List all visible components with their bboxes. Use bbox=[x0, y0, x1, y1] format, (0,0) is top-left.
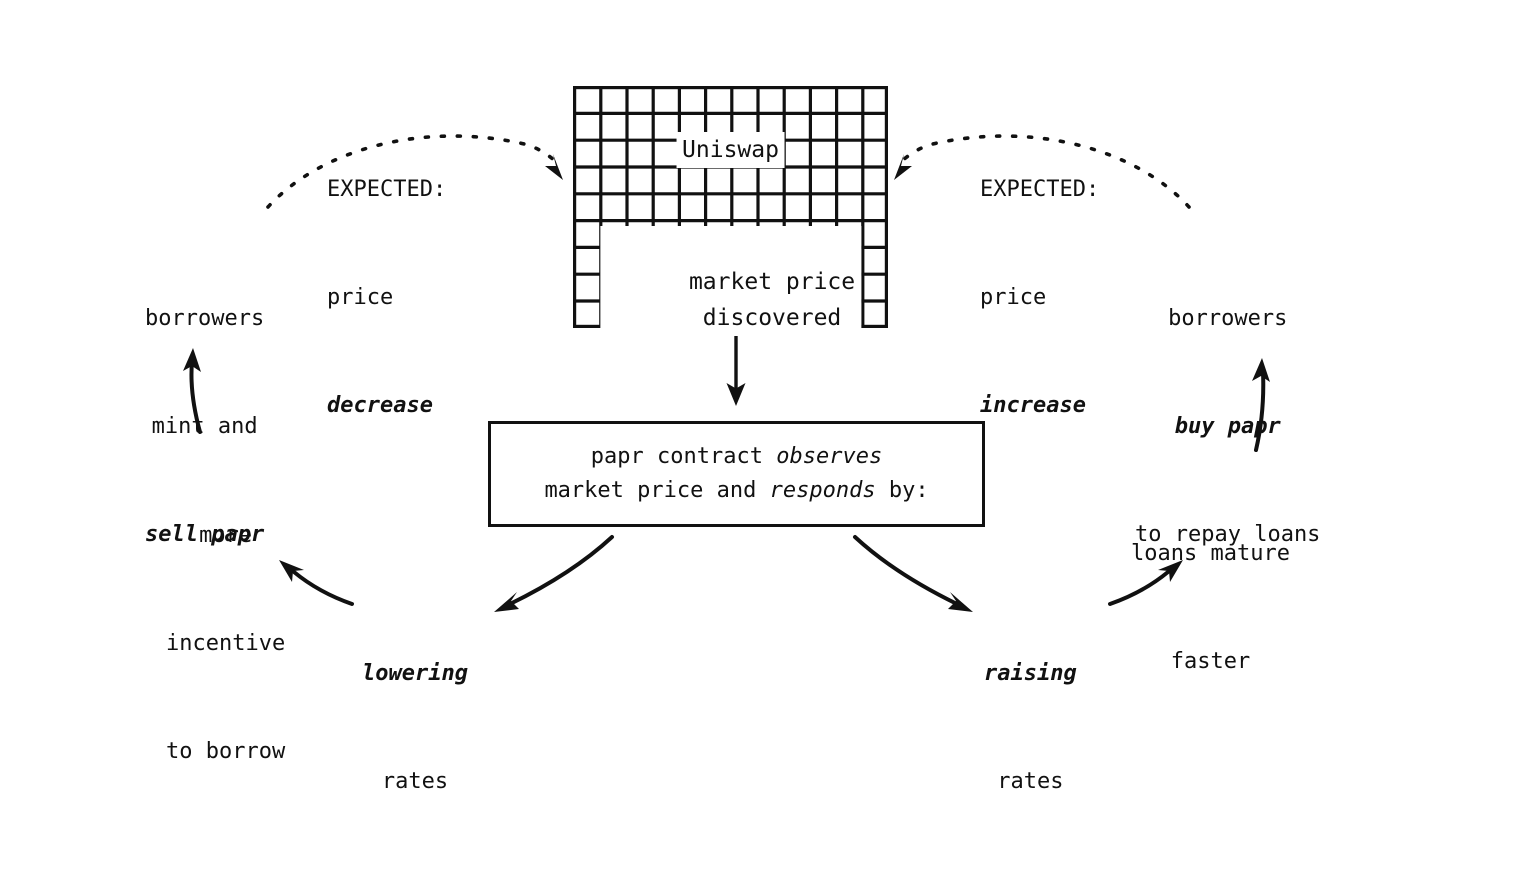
left-expected-emphasis: decrease bbox=[327, 393, 433, 418]
left-response-line2: rates bbox=[381, 769, 449, 794]
right-expected-emphasis: increase bbox=[980, 393, 1086, 418]
left-expected-label: EXPECTED: bbox=[327, 177, 447, 202]
right-expected-label: EXPECTED: bbox=[980, 177, 1100, 202]
left-action-line1: borrowers bbox=[145, 306, 265, 331]
left-action-line2: mint and bbox=[151, 414, 258, 439]
arrow-curve-up-left-icon bbox=[279, 560, 354, 606]
uniswap-subtitle: market price discovered bbox=[599, 226, 862, 374]
contract-line1-emphasis: observes bbox=[776, 444, 883, 469]
right-effect-block: loans mature faster bbox=[1131, 464, 1290, 752]
right-response-block: raising rates bbox=[984, 584, 1077, 872]
uniswap-node: Uniswap market price discovered bbox=[573, 86, 888, 374]
right-borrower-action-block: borrowers buy papr to repay loans bbox=[1135, 229, 1320, 625]
left-effect-line2: incentive bbox=[166, 631, 286, 656]
left-effect-line3: to borrow bbox=[166, 739, 286, 764]
left-borrower-action-block: borrowers mint and sell papr bbox=[145, 229, 264, 625]
uniswap-subtitle-line2: discovered bbox=[702, 305, 842, 331]
left-response-block: lowering rates bbox=[362, 584, 468, 872]
left-expected-block: EXPECTED: price decrease bbox=[327, 100, 446, 496]
left-effect-line1: more bbox=[199, 523, 253, 548]
right-action-emphasis: buy papr bbox=[1174, 414, 1281, 439]
contract-line2-post: by: bbox=[875, 478, 929, 503]
left-effect-block: more incentive to borrow bbox=[166, 446, 285, 842]
uniswap-title: Uniswap bbox=[676, 132, 785, 168]
contract-line2-emphasis: responds bbox=[769, 478, 876, 503]
arrow-curve-down-right-icon bbox=[853, 535, 973, 612]
right-expected-block: EXPECTED: price increase bbox=[980, 100, 1099, 496]
left-response-emphasis: lowering bbox=[362, 661, 468, 686]
contract-line1-pre: papr contract bbox=[590, 444, 777, 469]
right-expected-value: price bbox=[980, 285, 1047, 310]
left-expected-value: price bbox=[327, 285, 394, 310]
right-response-emphasis: raising bbox=[984, 661, 1077, 686]
right-action-line1: borrowers bbox=[1168, 306, 1288, 331]
uniswap-subtitle-line1: market price bbox=[688, 269, 856, 295]
right-response-line2: rates bbox=[997, 769, 1064, 794]
diagram-canvas: Uniswap market price discovered papr con… bbox=[145, 86, 1320, 794]
left-action-emphasis: sell papr bbox=[145, 522, 265, 547]
contract-line2-pre: market price and bbox=[544, 478, 770, 503]
right-action-line3: to repay loans bbox=[1135, 522, 1321, 547]
right-effect-line2: faster bbox=[1170, 649, 1251, 674]
arrow-curve-down-left-icon bbox=[494, 535, 614, 612]
right-effect-line1: loans mature bbox=[1131, 541, 1290, 566]
